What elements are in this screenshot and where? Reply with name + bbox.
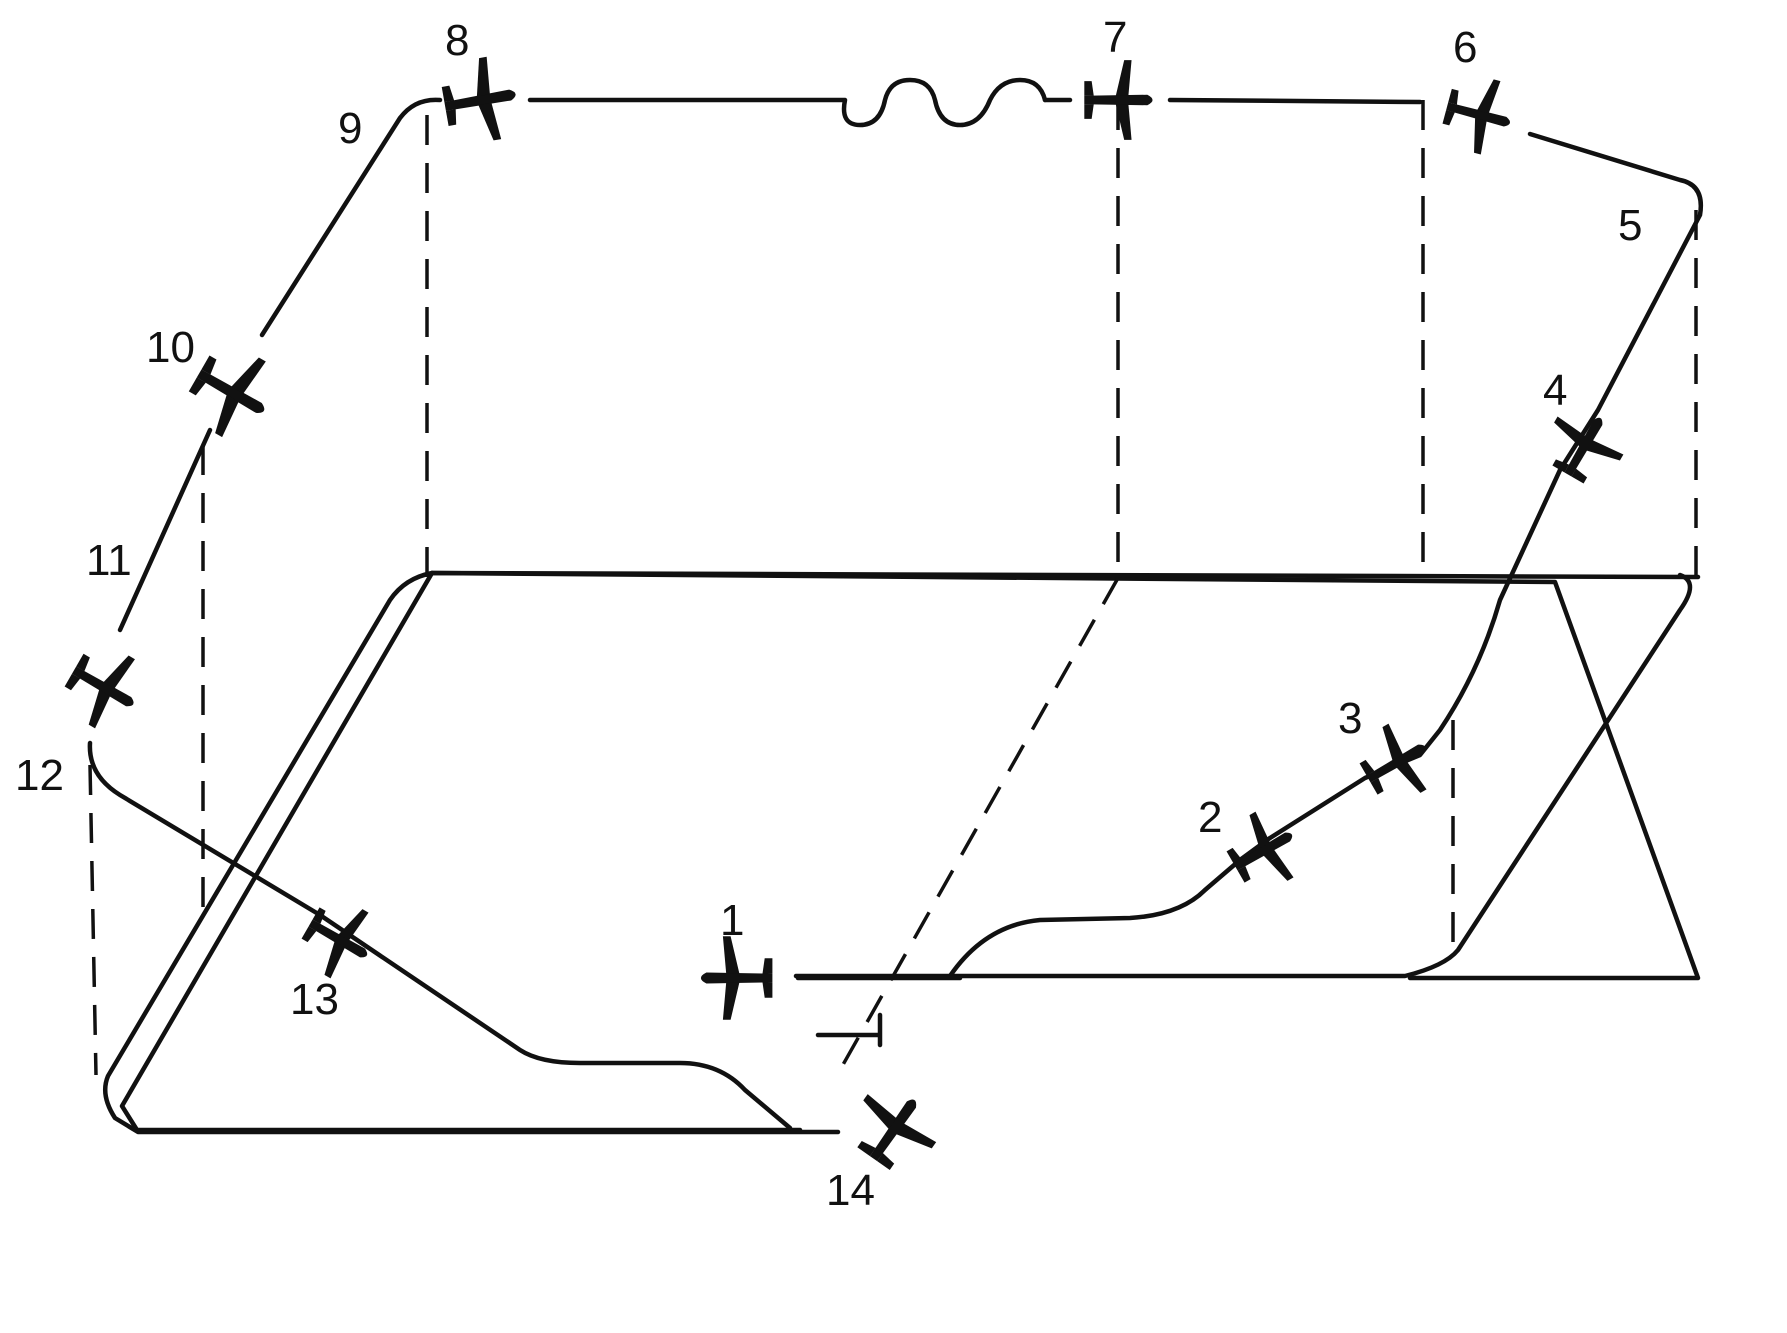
position-label-4: 4 — [1543, 366, 1567, 415]
position-label-11: 11 — [86, 536, 132, 585]
ground-plane-left-edge — [102, 570, 841, 1135]
airplane-icon-6 — [1437, 69, 1520, 160]
airplane-icon-2 — [1216, 801, 1311, 900]
airplane-icon-12 — [54, 635, 154, 739]
position-label-7: 7 — [1103, 13, 1127, 62]
position-label-3: 3 — [1338, 694, 1362, 743]
ground-plane-back-edge — [429, 570, 1701, 580]
position-label-10: 10 — [146, 323, 195, 372]
position-label-9: 9 — [338, 104, 362, 153]
flight-path-climb — [947, 131, 1704, 979]
flight-path-wave — [527, 77, 1048, 128]
airplane-icon-1 — [700, 936, 773, 1020]
position-label-5: 5 — [1618, 201, 1642, 250]
projection-7-ground — [838, 577, 1120, 1071]
ground-plane-front-edge — [793, 572, 1693, 979]
airplane-icon-3 — [1349, 713, 1444, 812]
position-label-8: 8 — [445, 16, 469, 65]
position-label-1: 1 — [720, 896, 744, 945]
position-label-12: 12 — [15, 751, 64, 800]
position-label-2: 2 — [1198, 793, 1222, 842]
position-label-13: 13 — [290, 975, 339, 1024]
flight-path-top-leg — [1042, 97, 1423, 105]
projection-12 — [88, 764, 98, 1076]
flight-path-descent — [117, 97, 443, 633]
position-label-6: 6 — [1453, 23, 1477, 72]
position-label-14: 14 — [826, 1166, 875, 1215]
runway-marker — [815, 1012, 883, 1048]
flight-path-approach — [87, 740, 793, 1131]
airplane-icon-8 — [437, 52, 523, 148]
